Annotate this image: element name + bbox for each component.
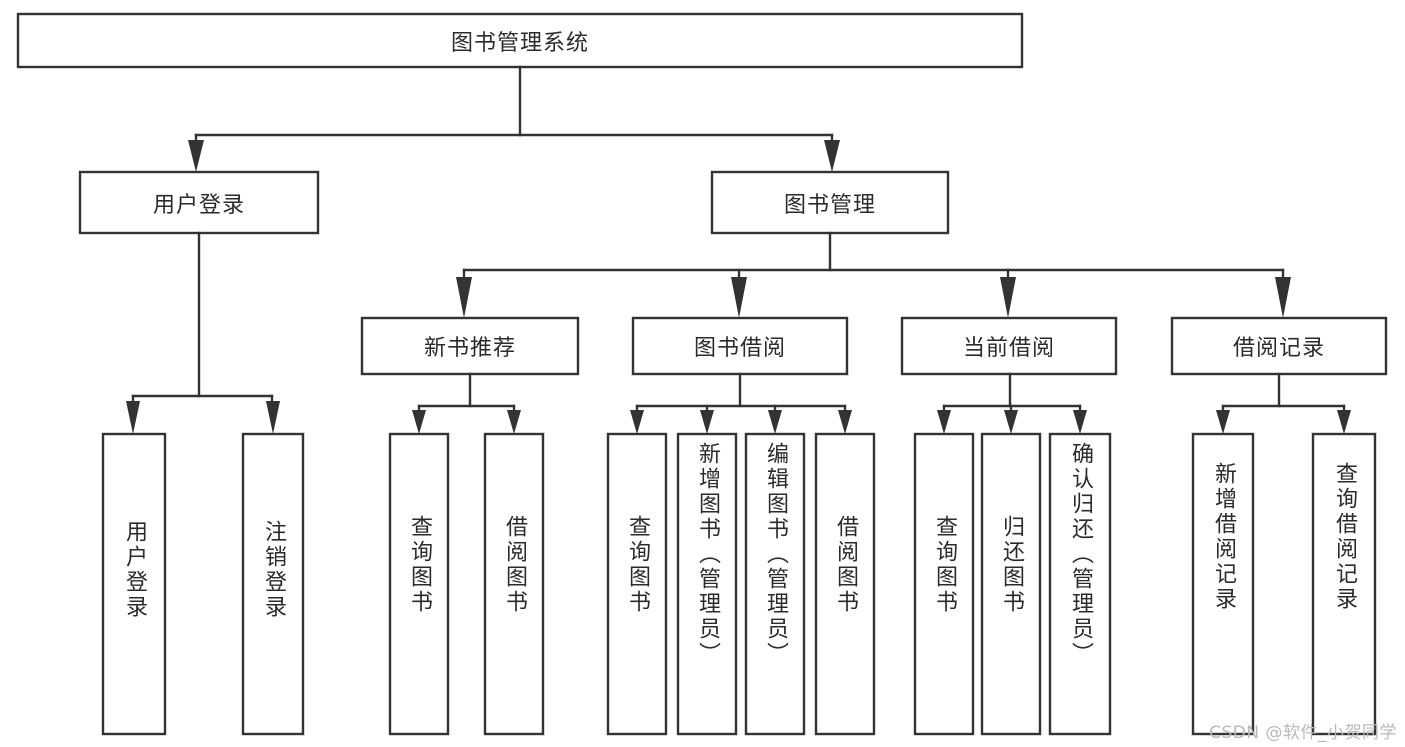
node-box-leaf-current-confirm-return[interactable] xyxy=(1048,432,1112,736)
node-box-book-management[interactable] xyxy=(710,170,950,235)
node-box-new-book-recommend[interactable] xyxy=(360,316,580,376)
arrowhead-root-to-book-mgmt xyxy=(824,140,840,172)
arrowhead-recommend-borrow-book xyxy=(507,410,521,434)
node-box-leaf-borrow-edit-book[interactable] xyxy=(744,432,806,736)
arrowhead-recommend-query-book xyxy=(412,410,426,434)
node-box-leaf-borrow-borrow-book[interactable] xyxy=(814,432,876,736)
node-box-leaf-recommend-borrow-book[interactable] xyxy=(483,432,545,736)
node-box-leaf-current-query-book[interactable] xyxy=(913,432,975,736)
arrowhead-record-add-record xyxy=(1216,410,1230,434)
node-box-leaf-logout[interactable] xyxy=(241,432,305,736)
arrowhead-current-return-book xyxy=(1004,410,1018,434)
arrowhead-borrow-add-book xyxy=(700,410,714,434)
arrowhead-to-book-borrow xyxy=(731,277,747,318)
node-box-leaf-user-login[interactable] xyxy=(101,432,167,736)
arrowhead-current-confirm-return xyxy=(1073,410,1087,434)
node-box-current-borrow[interactable] xyxy=(900,316,1118,376)
arrowhead-borrow-edit-book xyxy=(768,410,782,434)
node-box-leaf-current-return-book[interactable] xyxy=(980,432,1042,736)
arrowhead-to-new-book-recommend xyxy=(456,277,472,318)
node-box-leaf-borrow-add-book[interactable] xyxy=(676,432,738,736)
node-box-book-borrow[interactable] xyxy=(631,316,849,376)
node-box-leaf-recommend-query-book[interactable] xyxy=(388,432,450,736)
arrowhead-to-current-borrow xyxy=(1000,277,1016,318)
arrowhead-current-query-book xyxy=(937,410,951,434)
node-box-leaf-borrow-query-book[interactable] xyxy=(606,432,668,736)
csdn-watermark: CSDN @软件_小贺同学 xyxy=(1209,723,1397,743)
arrowhead-leaf-user-login xyxy=(126,401,140,434)
node-box-root[interactable] xyxy=(16,12,1024,69)
arrowhead-borrow-query-book xyxy=(630,410,644,434)
arrowhead-record-query-record xyxy=(1337,410,1351,434)
arrowhead-root-to-user-login xyxy=(188,140,204,172)
node-box-borrow-record[interactable] xyxy=(1170,316,1388,376)
node-box-leaf-record-query-record[interactable] xyxy=(1311,432,1377,736)
node-box-leaf-record-add-record[interactable] xyxy=(1191,432,1255,736)
arrowhead-leaf-logout xyxy=(266,401,280,434)
node-box-user-login[interactable] xyxy=(78,170,320,235)
arrowhead-borrow-borrow-book xyxy=(838,410,852,434)
arrowhead-to-borrow-record xyxy=(1275,277,1291,318)
